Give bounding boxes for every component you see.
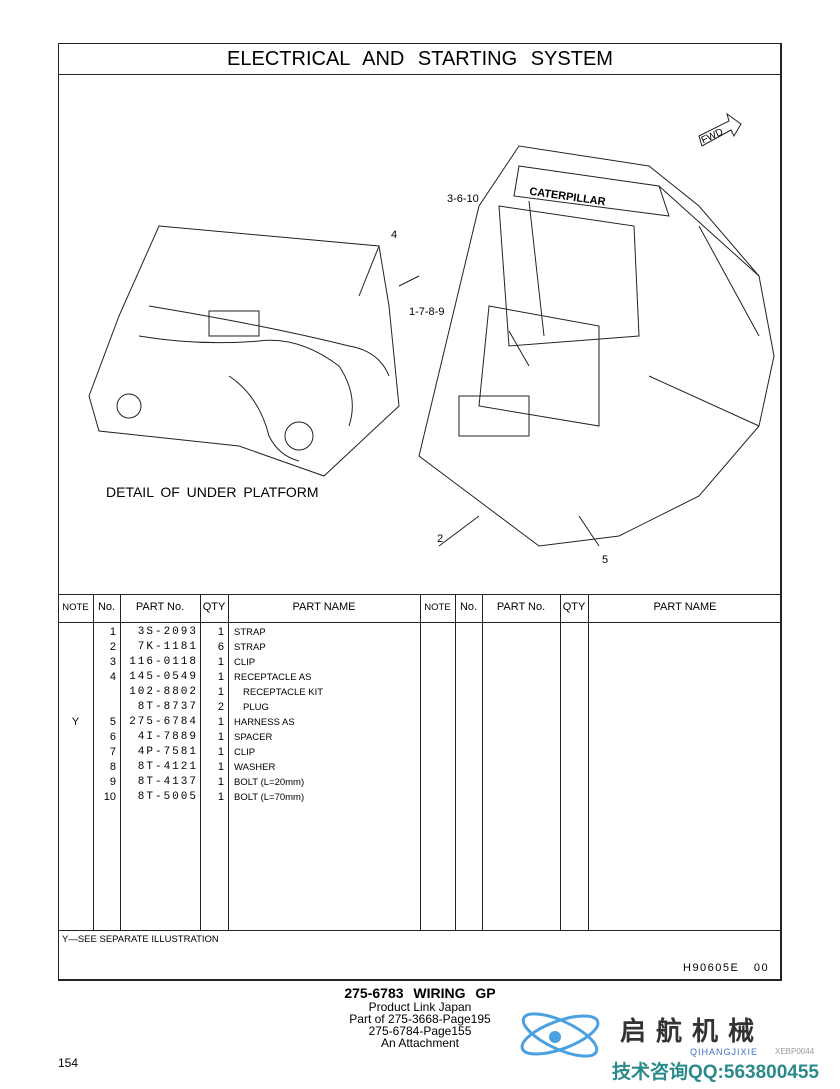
- row-qty: 2: [217, 701, 224, 713]
- group-line: 275-6784-Page155: [368, 1024, 472, 1038]
- row-number: 8: [109, 761, 116, 773]
- row-qty: 1: [217, 671, 224, 683]
- row-number: 3: [109, 656, 116, 668]
- wiring-illustration: [88, 112, 775, 547]
- row-part-no: 8T-4121: [137, 761, 198, 773]
- row-part-name: HARNESS AS: [234, 717, 295, 728]
- row-number: [93, 700, 116, 715]
- watermark-contact: 技术咨询QQ:563800455: [612, 1062, 819, 1083]
- row-qty: 1: [217, 686, 224, 698]
- page-frame: [58, 43, 782, 981]
- row-part-name: SPACER: [234, 732, 273, 743]
- row-number: 1: [109, 626, 116, 638]
- group-line: Part of 275-3668-Page195: [349, 1012, 491, 1026]
- row-number: 6: [109, 731, 116, 743]
- row-part-name: STRAP: [234, 642, 266, 653]
- row-part-name: CLIP: [234, 747, 256, 758]
- header-qty: QTY: [202, 601, 226, 613]
- document-code: H90605E 00: [683, 962, 770, 974]
- fwd-arrow: [698, 112, 742, 147]
- group-title: 275-6783 WIRING GP: [344, 985, 496, 1001]
- callout-4: 4: [391, 229, 398, 241]
- callout-2: 2: [437, 533, 444, 545]
- row-number: 4: [109, 671, 116, 683]
- page-title: ELECTRICAL AND STARTING SYSTEM: [58, 43, 782, 75]
- row-part-no: 116-0118: [129, 656, 198, 668]
- platform-outline: [88, 225, 400, 477]
- header-no-right: No.: [459, 601, 478, 613]
- row-part-name: RECEPTACLE KIT: [243, 687, 324, 698]
- group-line: Product Link Japan: [368, 1000, 472, 1014]
- row-qty: 1: [217, 776, 224, 788]
- row-qty: 1: [217, 656, 224, 668]
- row-part-no: 8T-4137: [137, 776, 198, 788]
- row-part-no: 3S-2093: [137, 626, 198, 638]
- group-line: An Attachment: [380, 1036, 460, 1050]
- watermark-orbit-icon: [520, 1012, 600, 1058]
- header-part-name-right: PART NAME: [653, 601, 717, 613]
- page-number: 154: [58, 1056, 79, 1070]
- header-no: No.: [97, 601, 116, 613]
- row-part-no: 7K-1181: [137, 641, 198, 653]
- row-number: 10: [103, 791, 116, 803]
- row-number: 2: [109, 641, 116, 653]
- row-part-name: PLUG: [243, 702, 269, 713]
- header-part-no-right: PART No.: [496, 601, 546, 613]
- row-note: [58, 625, 93, 640]
- row-part-no: 275-6784: [129, 716, 198, 728]
- row-qty: 1: [217, 746, 224, 758]
- row-note: [58, 700, 93, 715]
- row-note: [58, 640, 93, 655]
- row-part-no: 102-8802: [129, 686, 198, 698]
- row-number: [93, 685, 116, 700]
- row-part-name: CLIP: [234, 657, 256, 668]
- watermark-name: 启航机械: [620, 1016, 765, 1046]
- row-qty: 1: [217, 626, 224, 638]
- row-part-no: 145-0549: [129, 671, 198, 683]
- callout-3-6-10: 3-6-10: [447, 193, 479, 205]
- callout-5: 5: [602, 554, 609, 566]
- header-note: NOTE: [62, 602, 89, 613]
- row-note: [58, 730, 93, 745]
- group-info: 275-6783 WIRING GP Product Link Japan Pa…: [330, 985, 510, 1049]
- row-part-name: STRAP: [234, 627, 266, 638]
- row-number: 7: [109, 746, 116, 758]
- row-qty: 1: [217, 716, 224, 728]
- detail-caption: DETAIL OF UNDER PLATFORM: [106, 484, 319, 500]
- header-note-right: NOTE: [424, 602, 451, 613]
- watermark-code: XEBP0044: [775, 1047, 815, 1056]
- row-note: [58, 790, 93, 805]
- row-part-name: BOLT (L=20mm): [234, 777, 305, 788]
- watermark-pinyin: QIHANGJIXIE: [690, 1047, 759, 1057]
- row-part-name: WASHER: [234, 762, 276, 773]
- row-part-no: 8T-8737: [137, 701, 198, 713]
- row-number: 9: [109, 776, 116, 788]
- row-qty: 1: [217, 761, 224, 773]
- footnote: Y—SEE SEPARATE ILLUSTRATION: [62, 934, 219, 945]
- cab-outline: [418, 145, 775, 547]
- row-note: [58, 670, 93, 685]
- row-number: 5: [109, 716, 116, 728]
- row-note: [58, 655, 93, 670]
- row-note: [58, 685, 93, 700]
- header-part-no: PART No.: [135, 601, 185, 613]
- callout-1-7-8-9: 1-7-8-9: [409, 306, 445, 318]
- row-part-name: RECEPTACLE AS: [234, 672, 312, 683]
- illustration: 3-6-10 1-7-8-9 4 2 5 FWD CATERPILLAR DET…: [59, 76, 781, 594]
- row-part-name: BOLT (L=70mm): [234, 792, 305, 803]
- row-note: [58, 775, 93, 790]
- row-qty: 1: [217, 731, 224, 743]
- row-part-no: 4I-7889: [137, 731, 198, 743]
- row-note: [58, 760, 93, 775]
- row-qty: 6: [217, 641, 224, 653]
- header-qty-right: QTY: [562, 601, 586, 613]
- row-part-no: 8T-5005: [137, 791, 198, 803]
- header-part-name: PART NAME: [292, 601, 356, 613]
- row-part-no: 4P-7581: [137, 746, 198, 758]
- row-qty: 1: [217, 791, 224, 803]
- row-note: Y: [71, 716, 80, 728]
- row-note: [58, 745, 93, 760]
